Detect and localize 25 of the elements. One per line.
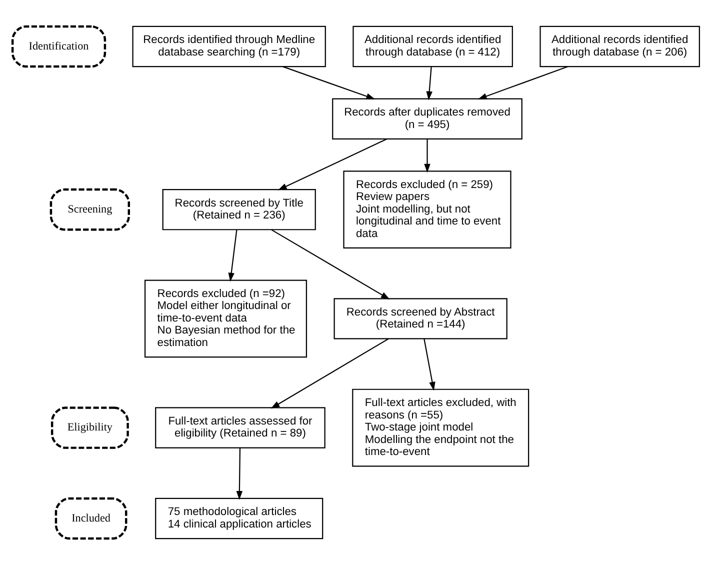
node-box: Records identified through Medline database searching (n =179) — [132, 25, 326, 67]
node-box: Full-text articles excluded, with reasons (n =55) Two-stage joint model Modelling the endpoint not the time-to-event — [352, 388, 530, 466]
node-box: Additional records identified through database (n = 206) — [540, 25, 700, 67]
node-box: Included — [54, 496, 128, 540]
node-box: Records excluded (n =92) Model either longitudinal or time-to-event data No Bayesian method for the estimation — [144, 279, 308, 358]
arrow — [270, 338, 389, 408]
arrow — [426, 66, 432, 100]
arrow — [271, 228, 390, 299]
arrow — [228, 229, 238, 282]
arrow — [282, 66, 376, 99]
node-box: 75 methodological articles 14 clinical application articles — [155, 497, 324, 539]
node-box: Eligibility — [50, 406, 129, 448]
node-box: Records screened by Title (Retained n = 236) — [162, 188, 316, 230]
node-box: Additional records identified through database (n = 412) — [352, 25, 513, 67]
arrow — [236, 448, 243, 500]
arrow — [478, 66, 568, 99]
node-box: Screening — [50, 188, 130, 230]
node-box: Identification — [11, 24, 106, 68]
node-box: Full-text articles assessed for eligibility (Retained n = 89) — [155, 406, 326, 448]
arrow — [278, 138, 388, 190]
arrow — [424, 138, 430, 172]
node-box: Records after duplicates removed (n = 495) — [332, 98, 522, 139]
node-box: Records excluded (n = 259) Review papers Joint modelling, but not longitudinal and time to event data — [343, 170, 512, 248]
node-box: Records screened by Abstract (Retained n =144) — [334, 298, 508, 339]
arrow — [424, 338, 436, 390]
